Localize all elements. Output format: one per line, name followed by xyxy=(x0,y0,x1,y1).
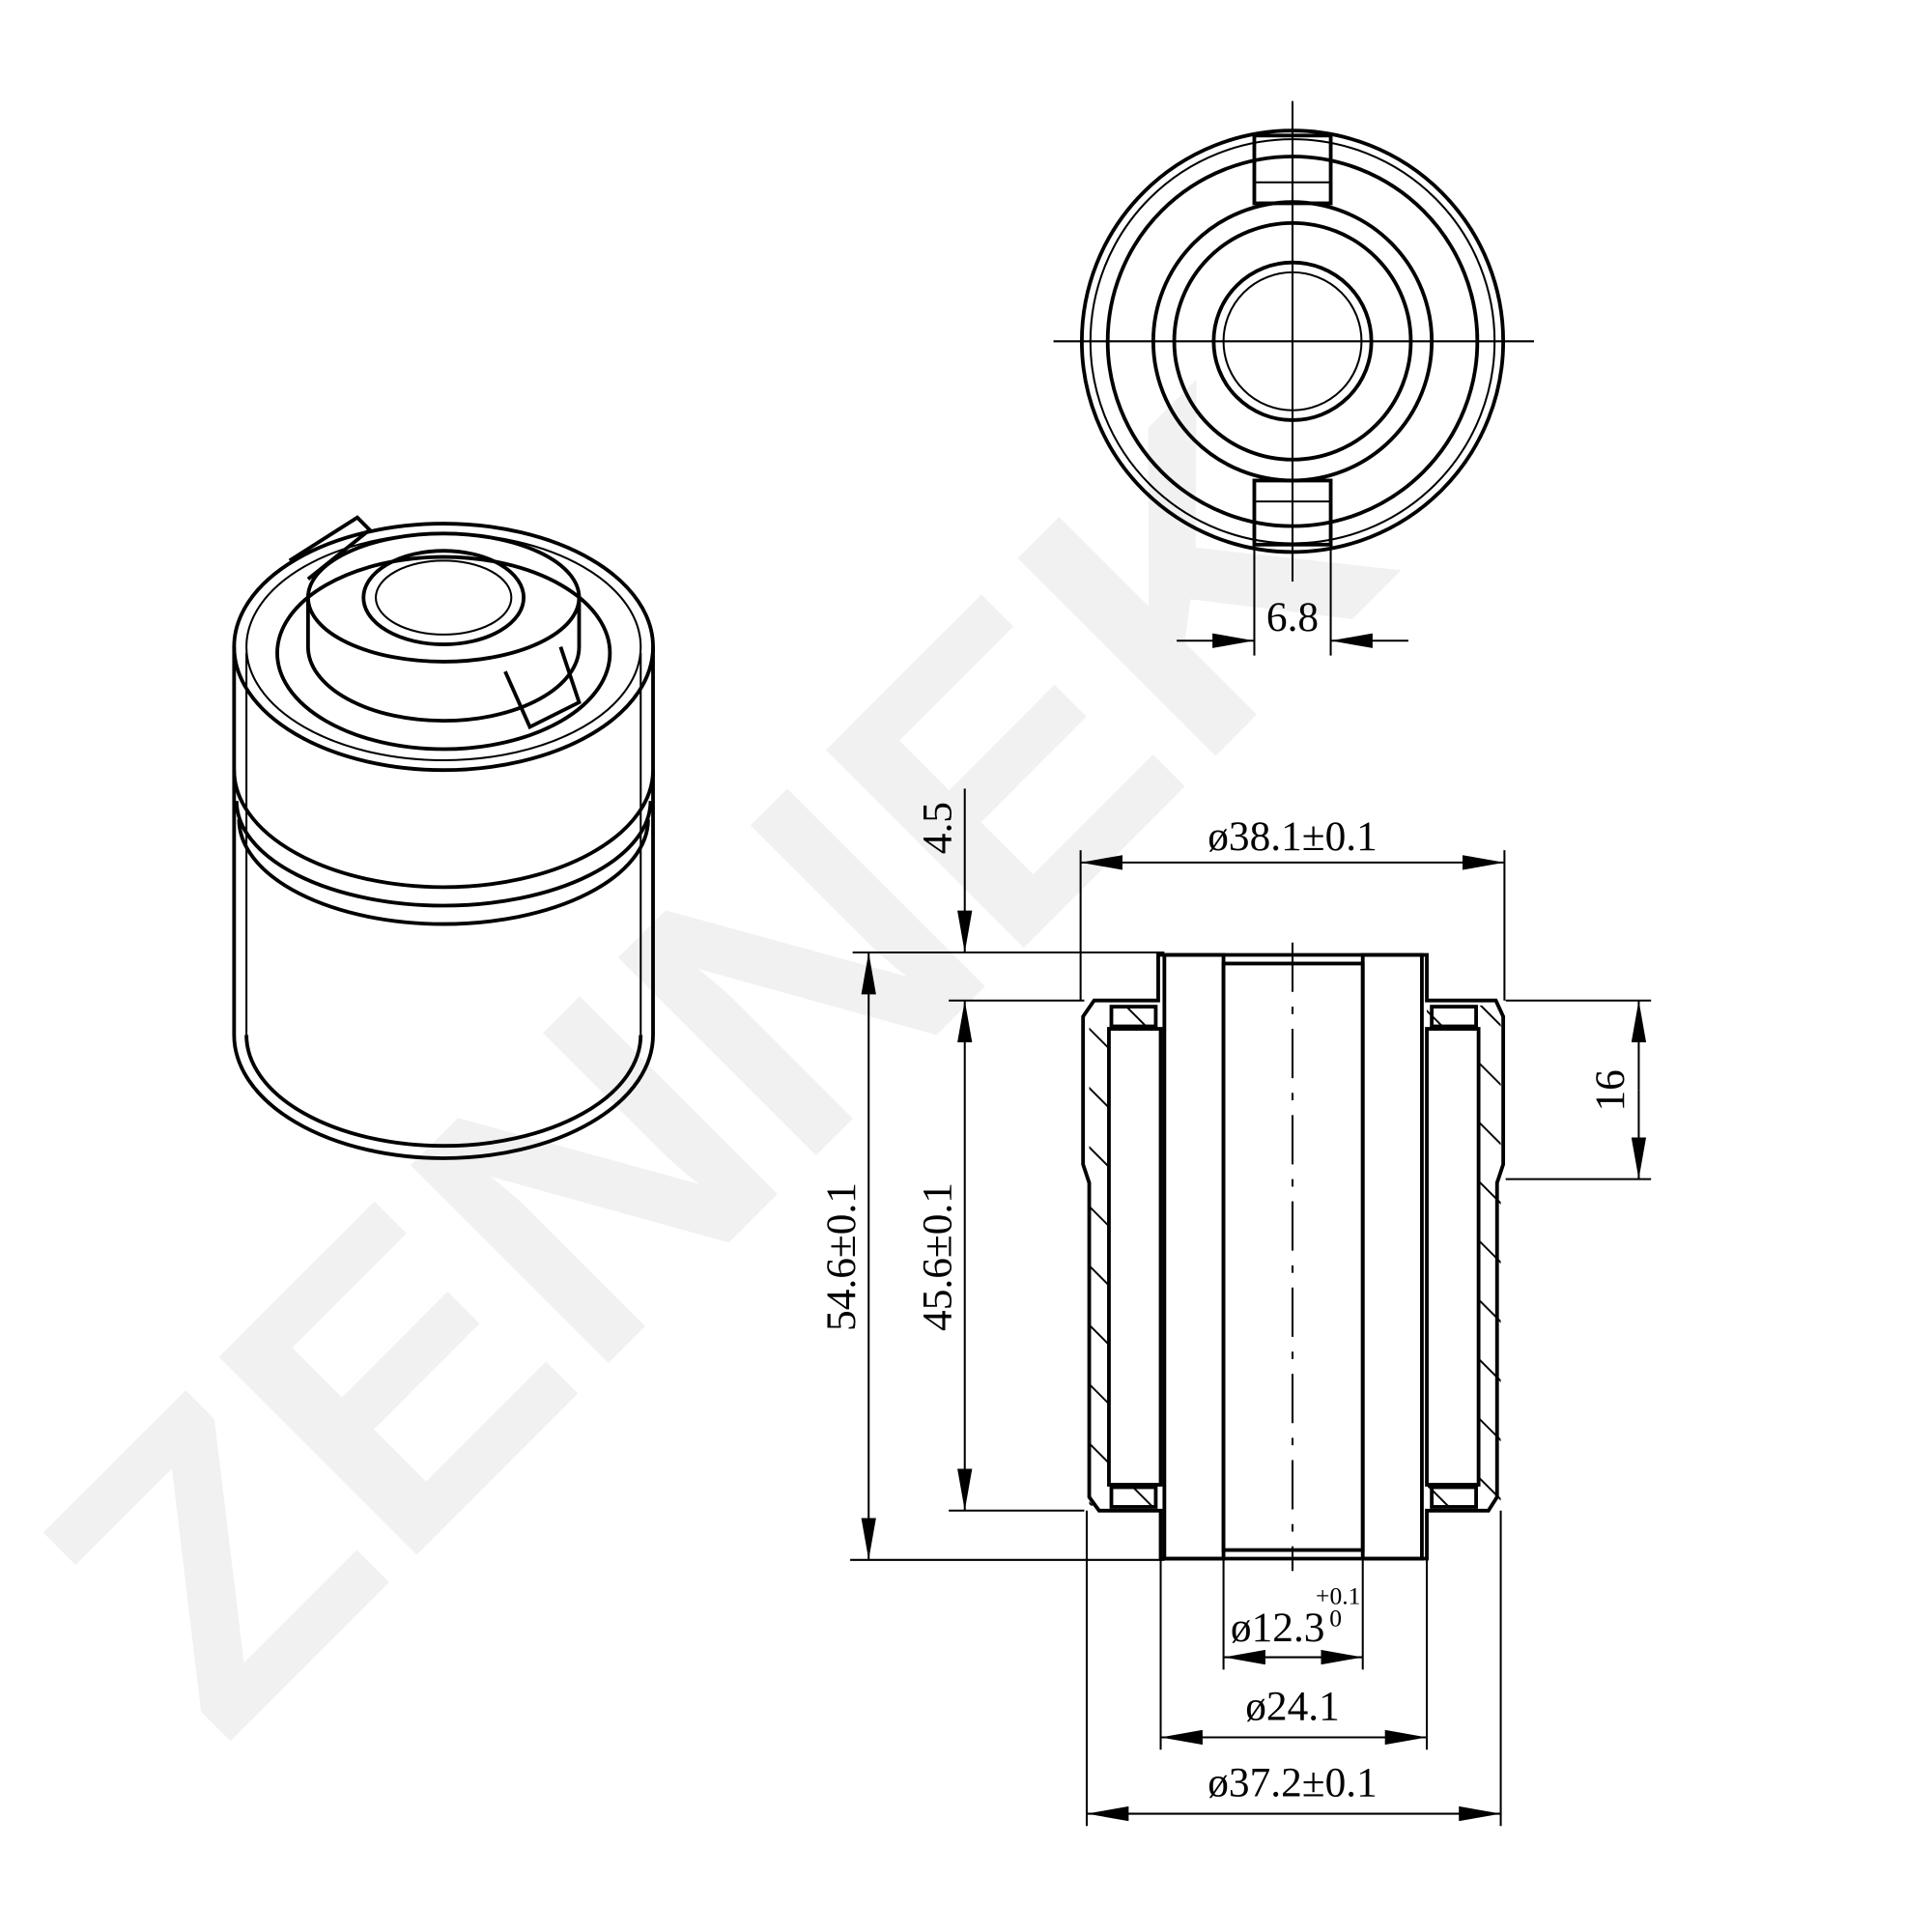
outer-bottom-diameter-label: ø37.2±0.1 xyxy=(1208,1760,1378,1806)
watermark-text: ZENNEK xyxy=(0,308,1465,1811)
top-view: 6.8 xyxy=(1053,100,1535,656)
isometric-view xyxy=(232,515,655,1160)
overall-length-label: 54.6±0.1 xyxy=(818,1182,865,1331)
slot-width-label: 6.8 xyxy=(1266,594,1319,640)
dimensions: ø38.1±0.1 4.5 45.6±0.1 54.6±0.1 16 ø12.3… xyxy=(818,788,1652,1827)
bore-diameter-label: ø12.3 xyxy=(1231,1605,1325,1651)
body-length-label: 45.6±0.1 xyxy=(915,1182,961,1331)
groove-height-label: 16 xyxy=(1587,1069,1634,1111)
section-view xyxy=(1081,942,1506,1572)
watermark: ZENNEK xyxy=(0,308,1465,1811)
flange-offset-label: 4.5 xyxy=(915,802,961,854)
outer-top-diameter-label: ø38.1±0.1 xyxy=(1208,813,1378,860)
bore-tolerance-upper: +0.1 xyxy=(1316,1582,1360,1610)
bore-tolerance-lower: 0 xyxy=(1329,1605,1342,1633)
sleeve-diameter-label: ø24.1 xyxy=(1245,1684,1340,1730)
